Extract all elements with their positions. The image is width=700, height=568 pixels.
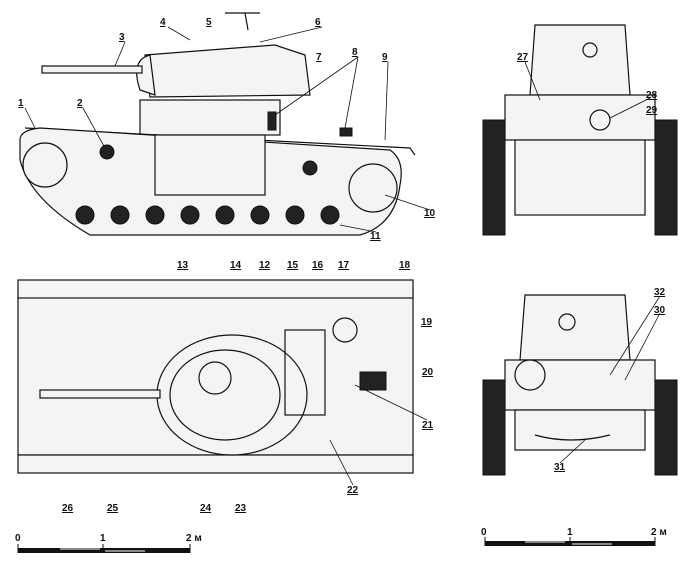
callout-24: 24 xyxy=(200,503,212,514)
callout-10: 10 xyxy=(424,208,436,219)
scale-left-1: 1 xyxy=(100,533,106,544)
leader-lines xyxy=(24,26,661,486)
front-track-left xyxy=(482,119,506,236)
idler-wheel xyxy=(22,142,68,188)
callout-labels: 1 2 3 4 5 6 7 8 9 10 11 12 13 14 15 16 1… xyxy=(18,17,666,514)
callout-9: 9 xyxy=(382,52,388,63)
callout-13: 13 xyxy=(177,260,189,271)
callout-26: 26 xyxy=(62,503,74,514)
gun-top xyxy=(39,389,161,399)
callout-2: 2 xyxy=(77,98,83,109)
front-turret xyxy=(529,24,631,96)
tow-chain xyxy=(534,434,611,441)
front-view xyxy=(482,24,678,236)
callout-29: 29 xyxy=(646,105,658,116)
callout-6: 6 xyxy=(315,17,321,28)
callout-7: 7 xyxy=(316,52,322,63)
callout-22: 22 xyxy=(347,485,359,496)
scale-right-1: 1 xyxy=(567,527,573,538)
scale-left-2: 2 м xyxy=(186,533,202,544)
callout-31: 31 xyxy=(554,462,566,473)
rear-track-left xyxy=(482,379,506,476)
scale-left-0: 0 xyxy=(15,533,21,544)
callout-30: 30 xyxy=(654,305,666,316)
engine-grille xyxy=(284,329,326,416)
spare-wheel-top xyxy=(332,317,358,343)
side-view xyxy=(19,12,416,236)
callout-28: 28 xyxy=(646,90,658,101)
callout-23: 23 xyxy=(235,503,247,514)
callout-15: 15 xyxy=(287,260,299,271)
rear-spare-wheel xyxy=(514,359,546,391)
main-gun xyxy=(41,65,143,74)
turret-roof xyxy=(169,349,281,441)
hatch xyxy=(198,361,232,395)
callout-32: 32 xyxy=(654,287,666,298)
callout-8: 8 xyxy=(352,47,358,58)
front-hull xyxy=(504,94,656,141)
scale-right-0: 0 xyxy=(481,527,487,538)
scale-bar-left: 0 1 2 м xyxy=(15,533,202,553)
callout-12: 12 xyxy=(259,260,271,271)
rear-turret xyxy=(519,294,631,361)
front-lower xyxy=(514,139,646,216)
callout-27: 27 xyxy=(517,52,529,63)
scale-right-2: 2 м xyxy=(651,527,667,538)
toolbox-top xyxy=(359,371,387,391)
fender-top xyxy=(17,279,414,299)
scale-bar-right: 0 1 2 м xyxy=(481,527,667,546)
callout-1: 1 xyxy=(18,98,24,109)
callout-21: 21 xyxy=(422,420,434,431)
spare-wheel xyxy=(267,111,277,131)
front-track-right xyxy=(654,119,678,236)
rear-view xyxy=(482,294,678,476)
rear-track-right xyxy=(654,379,678,476)
top-view xyxy=(17,279,414,474)
fender-bottom xyxy=(17,454,414,474)
callout-25: 25 xyxy=(107,503,119,514)
callout-19: 19 xyxy=(421,317,433,328)
turret xyxy=(144,44,311,98)
hull-upper xyxy=(139,99,281,136)
rear-lower xyxy=(514,409,646,451)
callout-5: 5 xyxy=(206,17,212,28)
callout-3: 3 xyxy=(119,32,125,43)
toolbox xyxy=(339,127,353,137)
aa-machine-gun xyxy=(225,12,260,31)
callout-4: 4 xyxy=(160,17,166,28)
callout-14: 14 xyxy=(230,260,242,271)
callout-11: 11 xyxy=(370,231,381,242)
hull-side xyxy=(154,134,266,196)
callout-20: 20 xyxy=(422,367,434,378)
callout-18: 18 xyxy=(399,260,411,271)
drive-sprocket xyxy=(348,163,398,213)
callout-16: 16 xyxy=(312,260,324,271)
road-wheels xyxy=(75,144,340,225)
callout-17: 17 xyxy=(338,260,350,271)
